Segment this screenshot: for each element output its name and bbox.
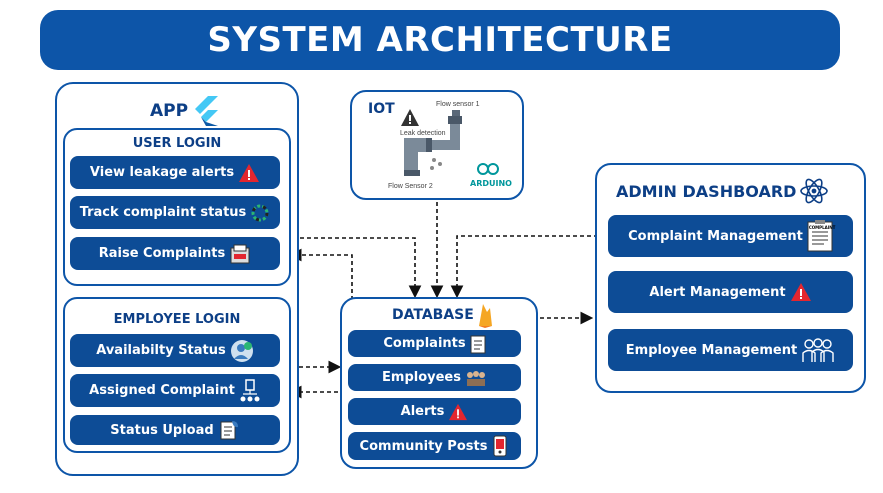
database-community-posts-item[interactable]: Community Posts: [348, 432, 521, 460]
alert-icon: [790, 282, 812, 302]
raise-complaints-label: Raise Complaints: [98, 246, 226, 261]
flutter-icon: [192, 96, 219, 126]
assigned-complaint-label: Assigned Complaint: [89, 383, 235, 398]
admin-dashboard-label: ADMIN DASHBOARD: [616, 181, 797, 201]
alert-management-label: Alert Management: [649, 284, 786, 300]
pipe-icon: [404, 110, 466, 176]
arrow-admin-to-database: [450, 235, 598, 299]
react-icon: [799, 177, 829, 205]
track-complaint-status-label: Track complaint status: [79, 205, 247, 220]
arrow-database-to-app-user: [288, 248, 353, 300]
upload-icon: [218, 419, 240, 441]
availability-status-button[interactable]: Availabilty Status: [70, 334, 280, 367]
team-icon: [801, 336, 835, 364]
database-employees-item[interactable]: Employees: [348, 364, 521, 391]
app-label: APP: [150, 101, 189, 121]
database-employees-label: Employees: [382, 370, 461, 385]
leak-alert-icon: [400, 108, 420, 128]
raise-complaint-icon: [229, 243, 251, 265]
database-complaints-label: Complaints: [383, 336, 466, 351]
complaint-management-button[interactable]: Complaint Management COMPLAINT: [608, 215, 853, 257]
database-alerts-item[interactable]: Alerts: [348, 398, 521, 425]
clipboard-icon: [470, 334, 486, 354]
loading-icon: [250, 203, 270, 223]
employees-icon: [465, 369, 487, 387]
arrow-app-to-database: [300, 237, 422, 299]
iot-title: IOT: [368, 101, 395, 117]
complaint-doc-icon: COMPLAINT: [807, 220, 836, 252]
leak-detection-label: Leak detection: [400, 130, 446, 137]
community-posts-icon: [491, 435, 509, 457]
status-upload-button[interactable]: Status Upload: [70, 415, 280, 445]
arduino-label: ARDUINO: [470, 179, 512, 188]
user-login-title: USER LOGIN: [132, 136, 222, 151]
database-title: DATABASE: [392, 302, 493, 328]
database-community-posts-label: Community Posts: [359, 438, 488, 454]
arduino-icon: [476, 163, 500, 175]
employee-management-button[interactable]: Employee Management: [608, 329, 853, 371]
assigned-complaint-button[interactable]: Assigned Complaint: [70, 374, 280, 407]
employee-login-title: EMPLOYEE LOGIN: [113, 312, 241, 327]
employee-management-label: Employee Management: [625, 342, 798, 358]
complaint-doc-label: COMPLAINT: [808, 225, 836, 230]
app-title: APP: [150, 96, 219, 126]
firebase-icon: [477, 302, 493, 328]
availability-status-label: Availabilty Status: [96, 343, 226, 358]
admin-dashboard-title: ADMIN DASHBOARD: [616, 177, 829, 205]
complaint-management-label: Complaint Management: [628, 228, 803, 244]
raise-complaints-button[interactable]: Raise Complaints: [70, 237, 280, 270]
view-leakage-alerts-button[interactable]: View leakage alerts: [70, 156, 280, 189]
page-title: SYSTEM ARCHITECTURE: [40, 10, 840, 70]
flow-sensor-2-label: Flow Sensor 2: [388, 183, 433, 190]
database-alerts-label: Alerts: [400, 404, 445, 419]
user-check-icon: [230, 339, 254, 363]
assignment-icon: [239, 378, 261, 403]
status-upload-label: Status Upload: [110, 422, 214, 438]
database-complaints-item[interactable]: Complaints: [348, 330, 521, 357]
flow-sensor-1-label: Flow sensor 1: [436, 101, 480, 108]
track-complaint-status-button[interactable]: Track complaint status: [70, 196, 280, 229]
database-label: DATABASE: [392, 307, 474, 323]
alert-icon: [238, 163, 260, 183]
view-leakage-alerts-label: View leakage alerts: [89, 165, 235, 180]
alert-icon: [448, 403, 468, 421]
alert-management-button[interactable]: Alert Management: [608, 271, 853, 313]
